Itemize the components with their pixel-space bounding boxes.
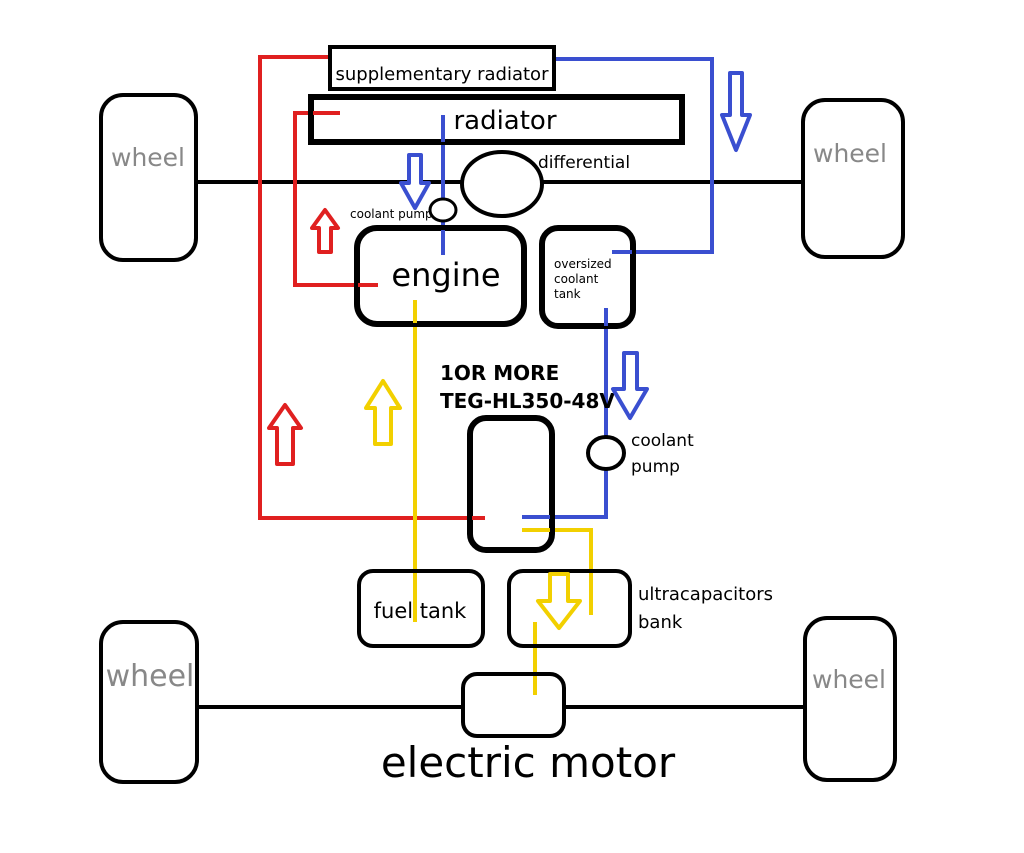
cold-flow-arrow-right <box>720 71 752 152</box>
fuel-tank-label: fuel tank <box>374 599 468 623</box>
oversized-tank-label-1: oversized <box>554 257 612 271</box>
power-flow-arrow-down <box>536 572 582 630</box>
electric-motor <box>461 672 566 738</box>
coolant-pump-right <box>586 435 626 471</box>
wheel-front-left <box>99 93 198 262</box>
engine-label: engine <box>391 256 500 294</box>
oversized-tank-label-2: coolant <box>554 272 599 286</box>
fuel-flow-arrow-up <box>364 379 402 446</box>
coolant-pump-top-label: coolant pump <box>350 207 433 221</box>
wheel-rear-right <box>803 616 897 782</box>
differential <box>460 150 544 218</box>
wheel-front-left-label: wheel <box>111 143 185 172</box>
radiator <box>308 94 685 145</box>
wheel-front-right <box>801 98 905 259</box>
hot-line-outer <box>258 55 485 520</box>
electric-motor-label: electric motor <box>381 738 676 787</box>
teg-label-line1: 1OR MORE <box>440 361 559 385</box>
teg-label-line2: TEG-HL350-48V <box>440 389 615 413</box>
radiator-label: radiator <box>453 106 556 136</box>
hot-flow-arrow-lower <box>267 403 303 466</box>
ultracapacitors-label-2: bank <box>638 612 683 633</box>
cold-flow-arrow-tank <box>611 351 649 420</box>
coolant-pump-right-label-1: coolant <box>631 431 694 451</box>
oversized-coolant-tank <box>539 225 636 329</box>
engine <box>354 225 527 327</box>
wheel-rear-left-label: wheel <box>106 659 195 694</box>
cold-line-outer <box>540 57 714 254</box>
wheel-rear-right-label: wheel <box>812 665 886 694</box>
supplementary-radiator <box>328 45 556 91</box>
differential-label: differential <box>538 153 630 173</box>
ultracapacitors-label-1: ultracapacitors <box>638 584 773 605</box>
coolant-pump-right-label-2: pump <box>631 457 680 477</box>
fuel-tank <box>357 569 485 648</box>
cold-flow-arrow-top <box>399 153 431 210</box>
oversized-tank-label-3: tank <box>554 287 581 301</box>
supplementary-radiator-label: supplementary radiator <box>336 64 550 85</box>
wheel-rear-left <box>99 620 199 784</box>
hot-flow-arrow-upper <box>310 208 340 254</box>
coolant-pump-top <box>428 197 458 223</box>
wheel-front-right-label: wheel <box>813 139 887 168</box>
